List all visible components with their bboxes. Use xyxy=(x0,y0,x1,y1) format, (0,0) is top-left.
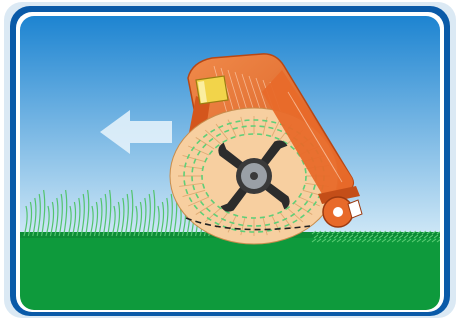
rotor-axle xyxy=(250,172,258,180)
roller-axle xyxy=(333,207,343,217)
scene xyxy=(20,16,443,312)
ground xyxy=(20,232,440,312)
